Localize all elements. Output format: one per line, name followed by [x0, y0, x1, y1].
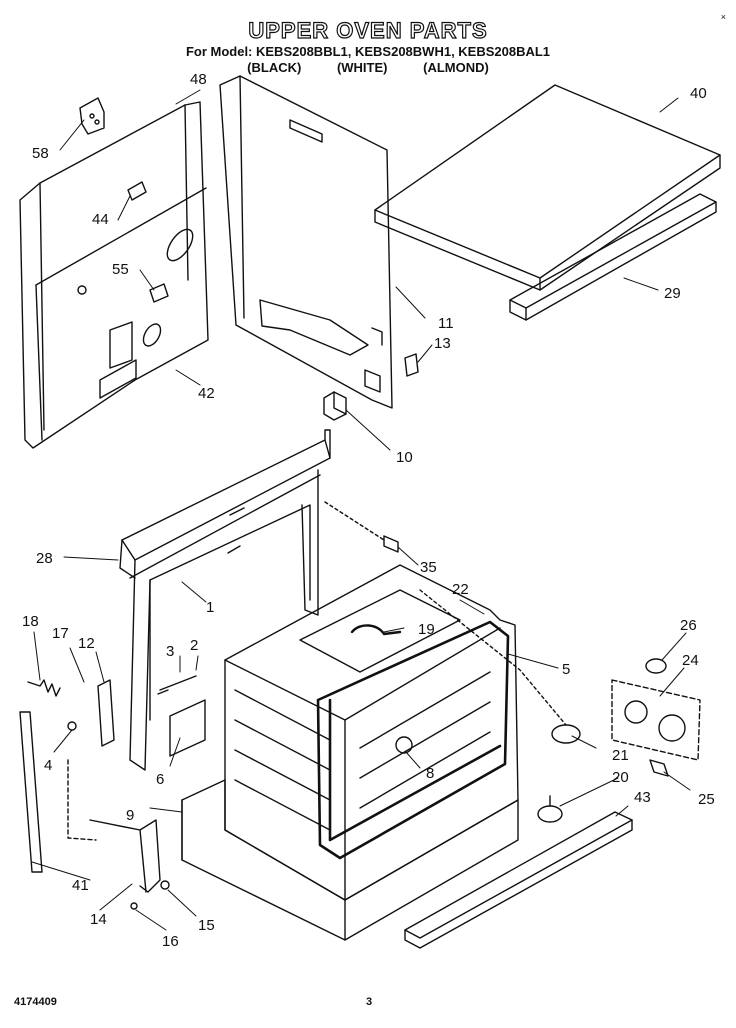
part-bracket-58: [79, 97, 105, 135]
callout-19: 19: [418, 621, 435, 638]
leader-lines: [31, 89, 691, 931]
part-front-frame: [119, 429, 331, 771]
corner-mark: ×: [720, 12, 726, 22]
callout-5: 5: [562, 661, 570, 678]
part-broil-element: [316, 620, 510, 860]
callout-55: 55: [112, 261, 129, 278]
part-door-seal: [19, 711, 43, 873]
color-black: (BLACK): [247, 60, 302, 75]
callout-4: 4: [44, 757, 52, 774]
part-oven-cavity: [224, 564, 519, 901]
part-bracket-55: [149, 283, 169, 303]
part-sensor-21: [551, 724, 581, 744]
callout-11: 11: [438, 315, 454, 332]
callout-28: 28: [36, 550, 53, 567]
part-trim-43: [404, 811, 633, 949]
part-screw-4: [67, 721, 77, 731]
dashed-link-wiring: [324, 501, 567, 726]
callout-25: 25: [698, 791, 715, 808]
part-spring-18: [27, 679, 61, 697]
part-trim-29: [509, 193, 717, 321]
diagram-title: UPPER OVEN PARTS: [248, 17, 488, 43]
callout-20: 20: [612, 769, 629, 786]
part-side-panel: [219, 75, 393, 409]
callout-44: 44: [92, 211, 109, 228]
part-hinge-assembly: [89, 679, 161, 893]
callout-48: 48: [190, 71, 207, 88]
callout-labels: 58 48 44 55 42 11 13 10 40 29 28 1 35 22…: [22, 71, 715, 950]
page-number: 3: [366, 996, 373, 1008]
callout-58: 58: [32, 145, 49, 162]
callout-10: 10: [396, 449, 413, 466]
callout-3: 3: [166, 643, 174, 660]
callout-2: 2: [190, 637, 198, 654]
callout-13: 13: [434, 335, 451, 352]
callout-1: 1: [206, 599, 214, 616]
callout-35: 35: [420, 559, 437, 576]
callout-15: 15: [198, 917, 215, 934]
part-screw-15: [160, 880, 170, 890]
callout-12: 12: [78, 635, 95, 652]
part-screw-16: [130, 902, 138, 910]
color-white: (WHITE): [336, 60, 388, 75]
callout-26: 26: [680, 617, 697, 634]
callout-22: 22: [452, 581, 469, 598]
callout-40: 40: [690, 85, 707, 102]
part-clip-13: [404, 353, 419, 377]
callout-9: 9: [126, 807, 134, 824]
callout-42: 42: [198, 385, 215, 402]
part-terminal-block: [323, 391, 347, 421]
part-bracket-44: [127, 181, 147, 201]
part-connector-35: [383, 535, 399, 553]
document-id: 4174409: [14, 996, 57, 1008]
part-bake-element: [350, 624, 402, 636]
callout-24: 24: [682, 652, 699, 669]
model-colors: (BLACK) (WHITE) (ALMOND): [0, 60, 736, 75]
part-rod-2: [159, 675, 197, 691]
part-sensor-20: [537, 795, 563, 823]
part-insulation-panel: [19, 101, 209, 449]
callout-17: 17: [52, 625, 69, 642]
model-numbers: For Model: KEBS208BBL1, KEBS208BWH1, KEB…: [185, 44, 551, 59]
part-thermostat-assembly: [611, 658, 701, 777]
part-clip-3: [157, 689, 169, 695]
callout-8: 8: [426, 765, 434, 782]
part-bracket-6: [169, 699, 206, 757]
color-almond: (ALMOND): [423, 60, 489, 75]
callout-6: 6: [156, 771, 164, 788]
callout-18: 18: [22, 613, 39, 630]
callout-41: 41: [72, 877, 89, 894]
callout-14: 14: [90, 911, 107, 928]
part-top-panel: [374, 84, 721, 291]
dashed-link-hinge: [67, 759, 97, 841]
callout-21: 21: [612, 747, 629, 764]
callout-16: 16: [162, 933, 179, 950]
callout-29: 29: [664, 285, 681, 302]
part-bottom-box: [181, 779, 519, 941]
callout-43: 43: [634, 789, 651, 806]
